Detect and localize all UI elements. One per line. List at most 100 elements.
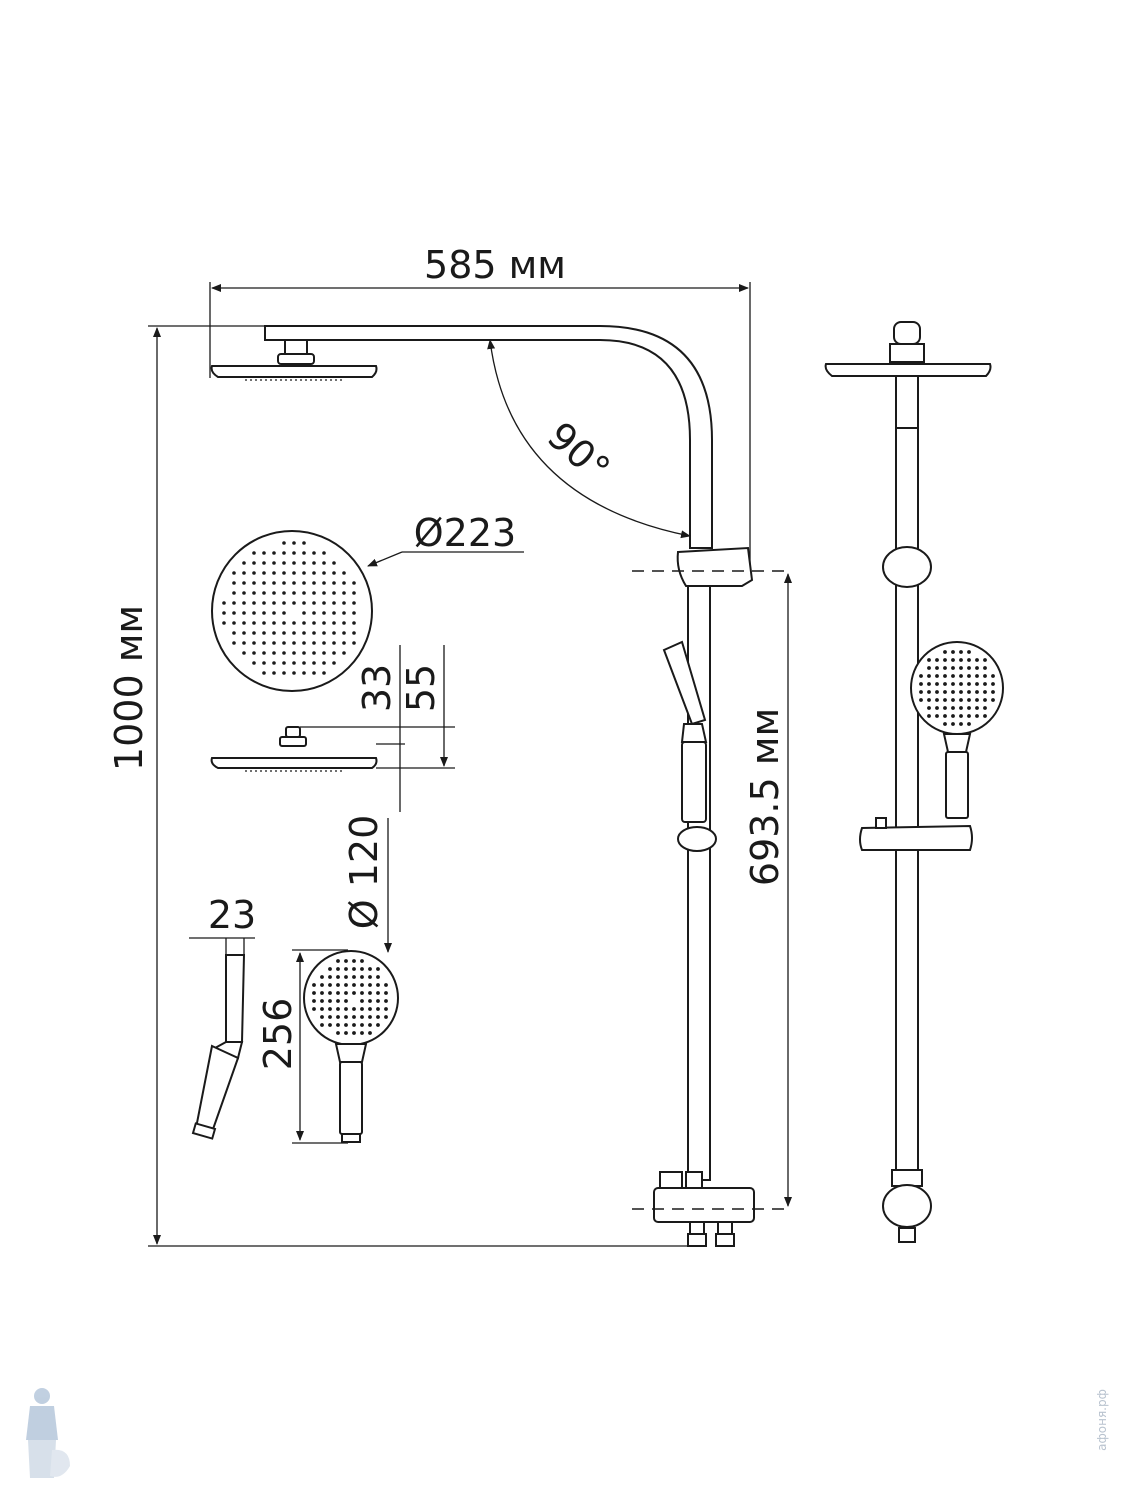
nozzle-dot (967, 650, 971, 654)
nozzle-dot (332, 591, 336, 595)
nozzle-dot (302, 651, 306, 655)
nozzle-dot (332, 641, 336, 645)
nozzle-dot (967, 714, 971, 718)
nozzle-dot (376, 1023, 380, 1027)
nozzle-dot (368, 983, 372, 987)
nozzle-dot (360, 959, 364, 963)
nozzle-dot (376, 975, 380, 979)
nozzle-dot (282, 581, 286, 585)
nozzle-dot (344, 967, 348, 971)
nozzle-dot (342, 601, 346, 605)
nozzle-dot (344, 1007, 348, 1011)
nozzle-dot (376, 999, 380, 1003)
nozzle-dot (322, 601, 326, 605)
nozzle-dot (935, 666, 939, 670)
nozzle-dot (368, 1031, 372, 1035)
nozzle-dot (312, 591, 316, 595)
nozzle-dot (262, 581, 266, 585)
nozzle-dot (320, 1023, 324, 1027)
nozzle-dot (342, 631, 346, 635)
nozzle-dot (232, 611, 236, 615)
nozzle-dot (975, 666, 979, 670)
nozzle-dot (991, 698, 995, 702)
nozzle-dot (292, 601, 296, 605)
nozzle-dot (352, 975, 356, 979)
total-height-dimension: 1000 мм (107, 325, 700, 1247)
nozzle-dot (967, 658, 971, 662)
nozzle-dot (272, 571, 276, 575)
nozzle-dot (322, 651, 326, 655)
nozzle-dot (332, 661, 336, 665)
nozzle-dot (332, 571, 336, 575)
nozzle-dot (927, 666, 931, 670)
nozzle-dot (975, 690, 979, 694)
nozzle-dot (344, 975, 348, 979)
nozzle-dot (292, 541, 296, 545)
nozzle-dot (959, 674, 963, 678)
nozzle-dot (262, 571, 266, 575)
nozzle-dot (332, 651, 336, 655)
nozzle-dot (282, 651, 286, 655)
nozzle-dot (320, 991, 324, 995)
nozzle-dot (322, 551, 326, 555)
nozzle-dot (975, 674, 979, 678)
nozzle-dot (991, 674, 995, 678)
nozzle-dot (983, 666, 987, 670)
nozzle-dot (943, 650, 947, 654)
hand-shower-front-view: Ø 120 256 (256, 815, 399, 1144)
nozzle-dot (352, 591, 356, 595)
nozzle-dot (342, 591, 346, 595)
nozzle-dot (262, 661, 266, 665)
nozzle-dot (272, 611, 276, 615)
nozzle-dot (302, 631, 306, 635)
nozzle-dot (919, 698, 923, 702)
nozzle-dot (344, 1031, 348, 1035)
brand-mascot-logo (26, 1388, 70, 1478)
nozzle-dot (272, 641, 276, 645)
nozzle-dot (272, 661, 276, 665)
nozzle-dot (352, 1007, 356, 1011)
nozzle-dot (935, 674, 939, 678)
nozzle-dot (322, 661, 326, 665)
nozzle-dot (242, 621, 246, 625)
nozzle-dot (272, 631, 276, 635)
angle-label: 90° (539, 413, 618, 491)
nozzle-dot (292, 621, 296, 625)
nozzle-dot (292, 641, 296, 645)
nozzle-dot (352, 967, 356, 971)
nozzle-dot (312, 661, 316, 665)
nozzle-dot (352, 1023, 356, 1027)
nozzle-dot (312, 611, 316, 615)
nozzle-dot (302, 581, 306, 585)
nozzle-dot (983, 690, 987, 694)
nozzle-dot (312, 991, 316, 995)
nozzle-dot (242, 591, 246, 595)
nozzle-dot (368, 1007, 372, 1011)
nozzle-dot (376, 991, 380, 995)
nozzle-dot (336, 975, 340, 979)
nozzle-dot (344, 983, 348, 987)
nozzle-dot (252, 621, 256, 625)
nozzle-dot (975, 714, 979, 718)
nozzle-dot (975, 658, 979, 662)
nozzle-dot (312, 561, 316, 565)
nozzle-dot (959, 682, 963, 686)
nozzle-dot (336, 959, 340, 963)
nozzle-dot (967, 698, 971, 702)
nozzle-dot (312, 621, 316, 625)
nozzle-dot (384, 983, 388, 987)
nozzle-dot (951, 722, 955, 726)
nozzle-dot (943, 698, 947, 702)
nozzle-dot (975, 706, 979, 710)
nozzle-dot (322, 561, 326, 565)
overhead-height-55-label: 55 (399, 664, 443, 712)
nozzle-dot (967, 674, 971, 678)
front-hand-nozzles (919, 650, 995, 726)
nozzle-dot (242, 651, 246, 655)
nozzle-dot (384, 991, 388, 995)
nozzle-dot (312, 601, 316, 605)
nozzle-dot (282, 641, 286, 645)
nozzle-dot (951, 690, 955, 694)
nozzle-dot (312, 671, 316, 675)
hand-diameter-label: Ø 120 (342, 815, 386, 930)
